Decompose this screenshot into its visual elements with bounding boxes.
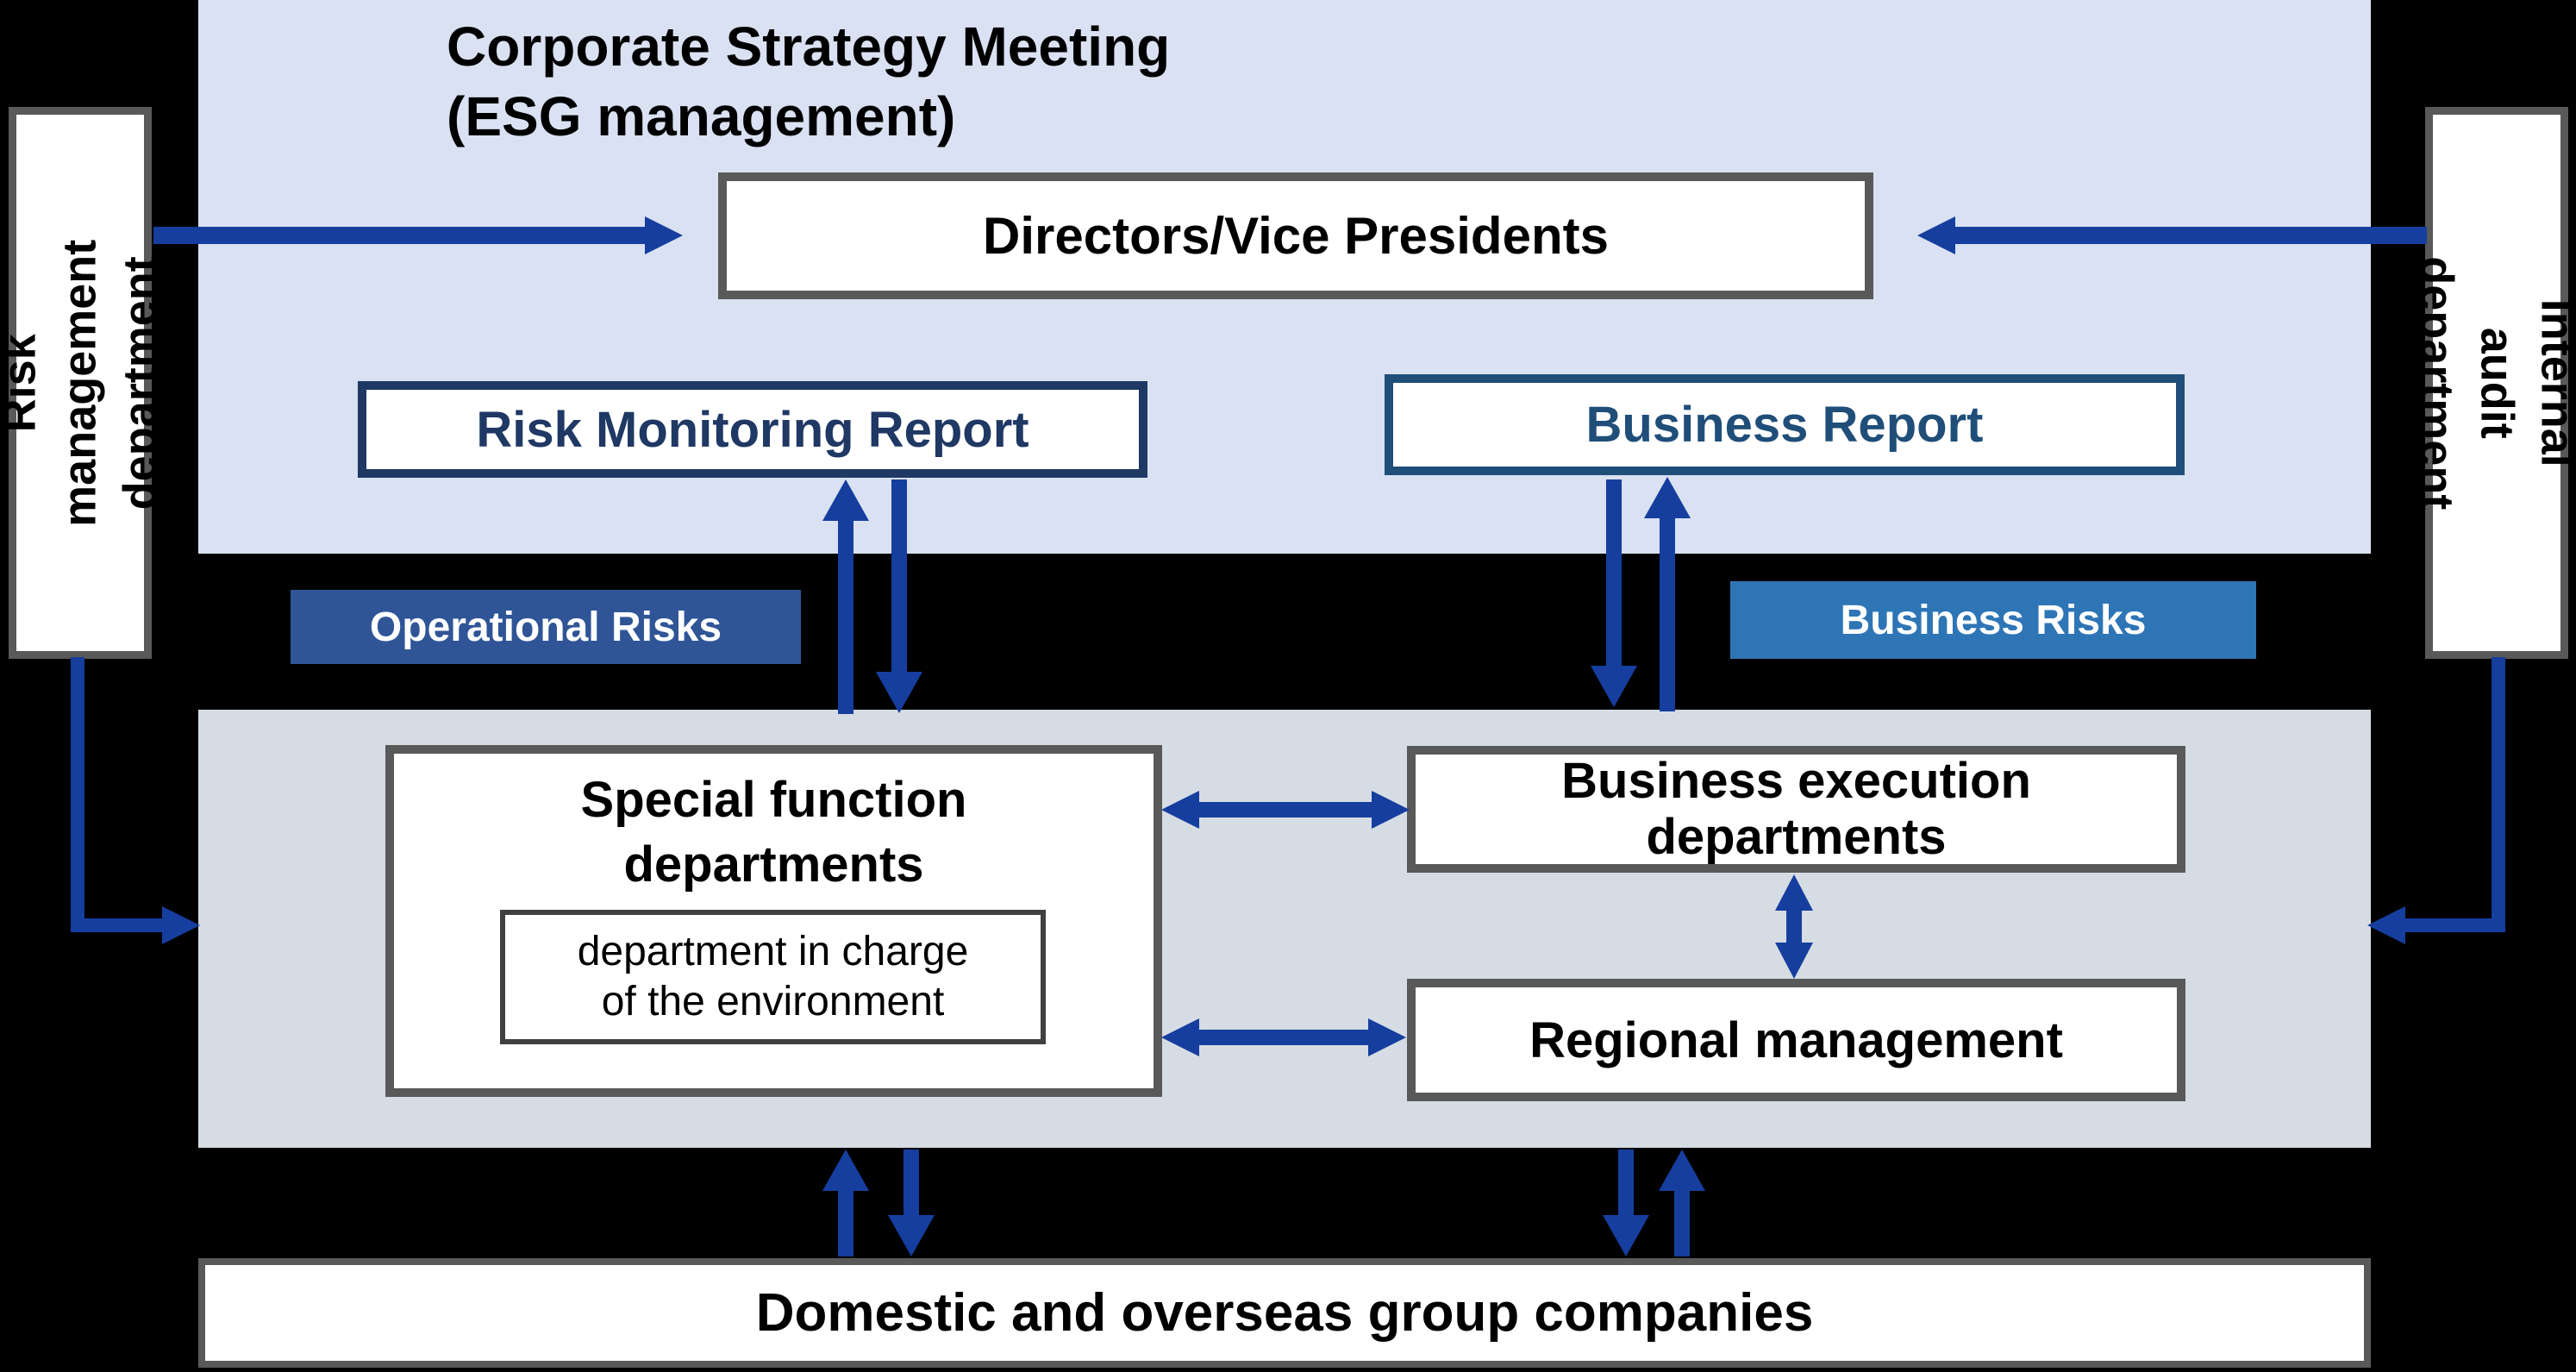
- arrow-down-to-group-companies-left-head: [888, 1215, 935, 1256]
- risk-management-department-label: Risk management department: [0, 239, 167, 527]
- special-function-departments-label: Special function departments: [580, 772, 967, 893]
- arrow-risk-mgmt-to-directors-bar: [153, 227, 645, 244]
- internal-audit-department-box: Internal audit department: [2410, 107, 2576, 659]
- environment-department-box: department in charge of the environment: [500, 910, 1046, 1044]
- arrow-internal-audit-to-panel-vbar: [2492, 657, 2505, 932]
- business-execution-departments-box: Business execution departments: [1407, 746, 2185, 873]
- arrow-risk-mgmt-to-panel-hbar: [71, 918, 162, 932]
- arrow-special-regional-left-head: [1161, 1018, 1199, 1056]
- arrow-bizexec-regional-top-head: [1775, 874, 1813, 911]
- arrow-down-to-group-companies-right-head: [1603, 1215, 1649, 1256]
- arrow-internal-audit-to-directors-bar: [1955, 227, 2427, 244]
- arrow-up-to-regional-bar: [1674, 1191, 1690, 1256]
- arrow-special-bizexec-bar: [1199, 802, 1372, 818]
- arrow-bizexec-regional-bottom-head: [1775, 943, 1813, 979]
- arrow-down-to-group-companies-left-bar: [903, 1150, 919, 1215]
- arrow-up-to-risk-monitoring-head: [822, 479, 869, 521]
- arrow-bizexec-regional-bar: [1786, 911, 1802, 943]
- arrow-internal-audit-to-panel-hbar: [2405, 918, 2505, 932]
- arrow-up-to-regional-head: [1659, 1150, 1705, 1191]
- directors-box: Directors/Vice Presidents: [718, 172, 1873, 299]
- arrow-special-bizexec-left-head: [1161, 791, 1199, 829]
- risk-monitoring-report-box: Risk Monitoring Report: [358, 381, 1147, 478]
- regional-management-box: Regional management: [1407, 979, 2185, 1101]
- risk-management-department-box: Risk management department: [0, 107, 166, 659]
- arrow-up-to-business-report-bar: [1660, 518, 1675, 711]
- arrow-down-to-group-companies-right-bar: [1618, 1150, 1634, 1215]
- group-companies-box: Domestic and overseas group companies: [198, 1258, 2371, 1368]
- arrow-risk-mgmt-to-directors-head: [645, 216, 683, 254]
- arrow-special-regional-right-head: [1368, 1018, 1406, 1056]
- arrow-down-from-business-report-head: [1591, 666, 1637, 707]
- risk-monitoring-report-label: Risk Monitoring Report: [476, 401, 1029, 458]
- arrow-internal-audit-to-directors-head: [1917, 216, 1955, 254]
- directors-label: Directors/Vice Presidents: [983, 207, 1609, 265]
- arrow-internal-audit-to-panel-head: [2367, 906, 2405, 944]
- arrow-risk-mgmt-to-panel-head: [162, 906, 200, 944]
- arrow-risk-mgmt-to-panel-vbar: [71, 657, 84, 932]
- business-report-label: Business Report: [1585, 397, 1984, 453]
- arrow-up-to-special-function-bar: [838, 1191, 853, 1256]
- arrow-down-from-risk-monitoring-bar: [891, 479, 907, 672]
- arrow-down-from-risk-monitoring-head: [876, 672, 922, 713]
- special-function-departments-box: Special function departments department …: [385, 745, 1162, 1097]
- business-report-box: Business Report: [1385, 374, 2185, 475]
- operational-risks-label: Operational Risks: [291, 590, 801, 664]
- arrow-up-to-special-function-head: [822, 1150, 869, 1191]
- internal-audit-department-label: Internal audit department: [2410, 255, 2576, 511]
- arrow-up-to-business-report-head: [1644, 477, 1691, 518]
- arrow-special-bizexec-right-head: [1372, 791, 1410, 829]
- arrow-special-regional-bar: [1199, 1030, 1368, 1045]
- panel-title: Corporate Strategy Meeting (ESG manageme…: [447, 16, 1171, 147]
- arrow-up-to-risk-monitoring-bar: [838, 521, 853, 714]
- business-risks-label: Business Risks: [1730, 581, 2256, 659]
- arrow-down-from-business-report-bar: [1606, 479, 1622, 666]
